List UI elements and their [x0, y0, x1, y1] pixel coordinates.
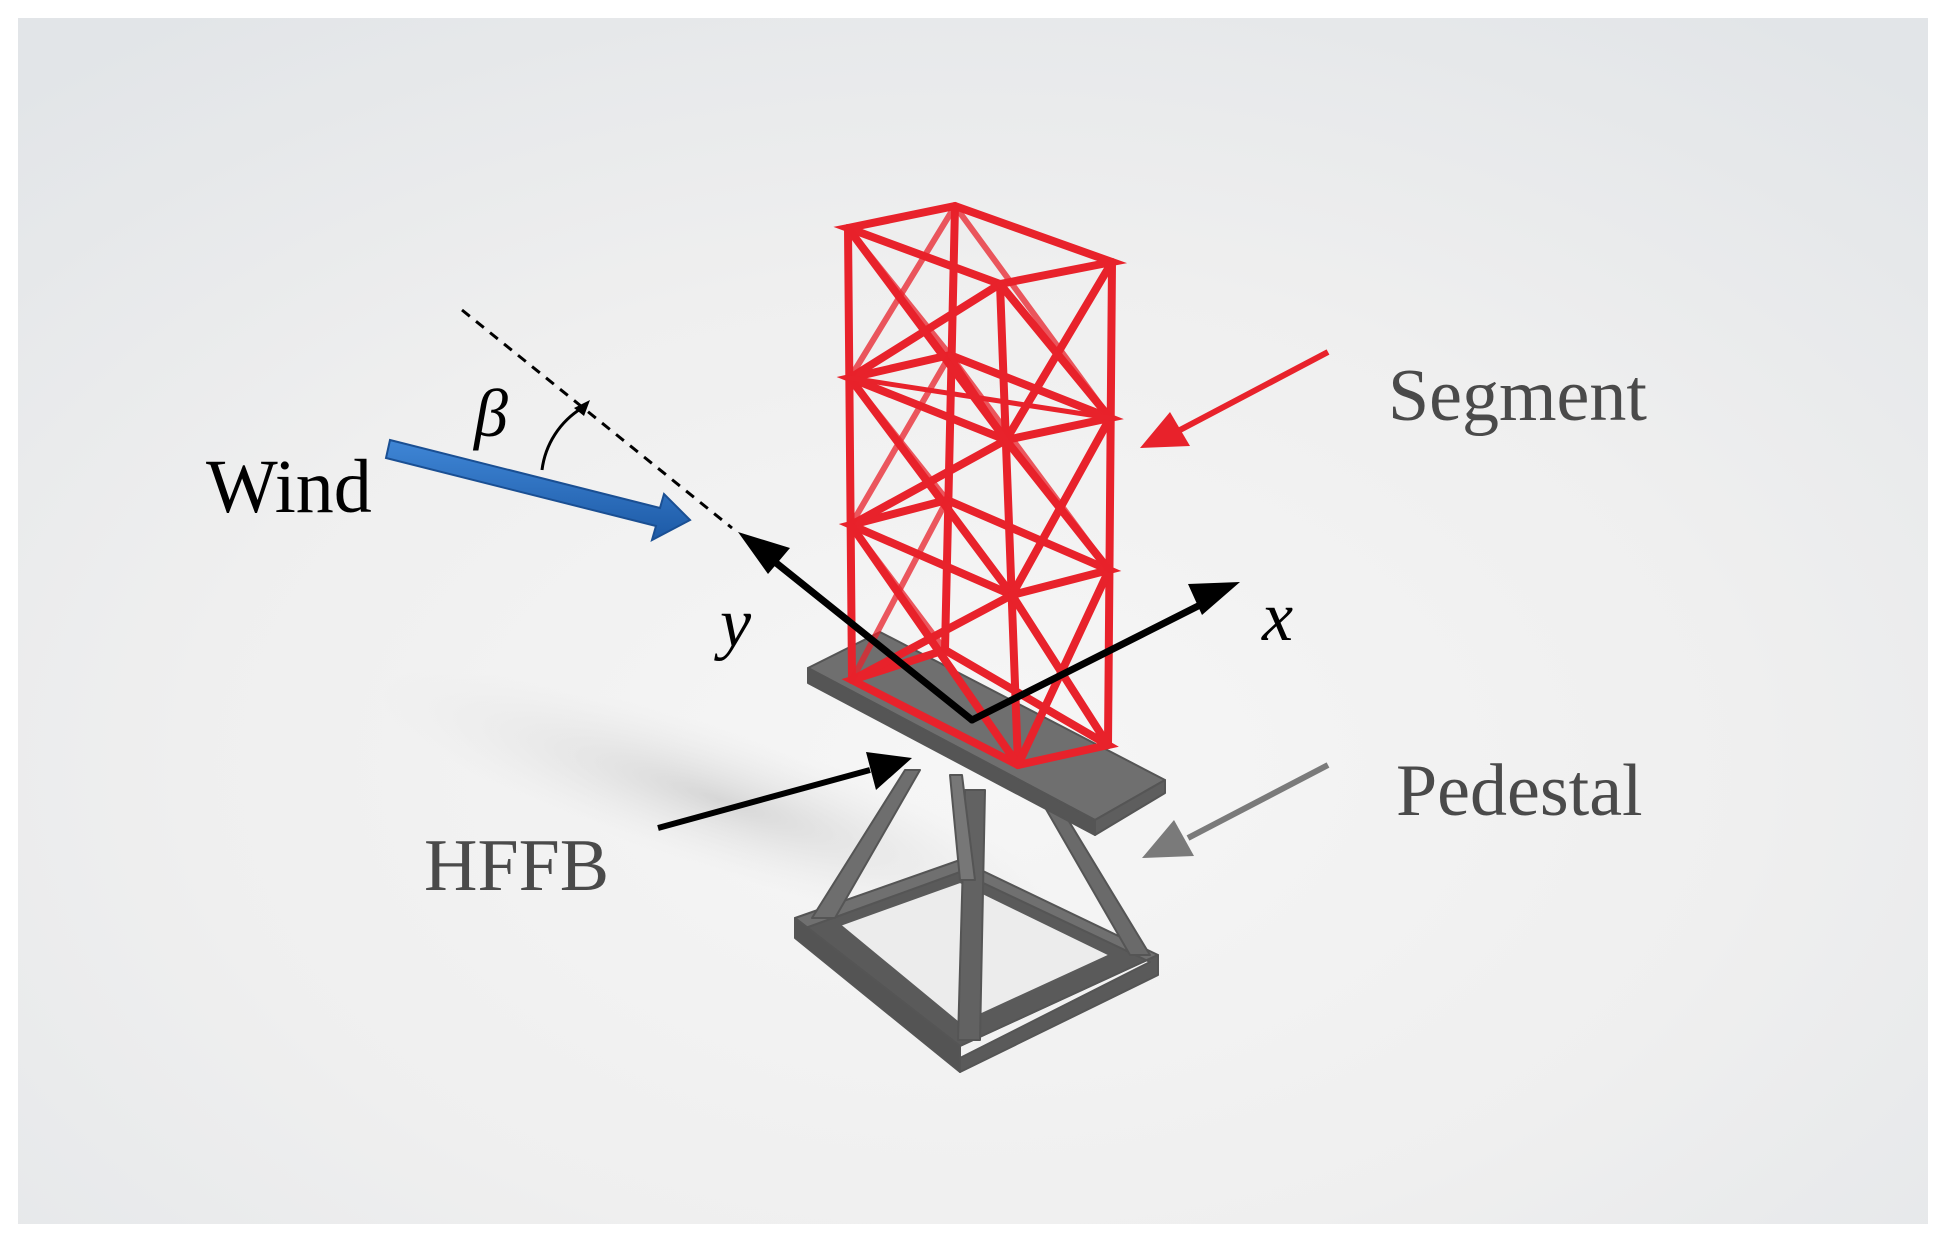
render-background	[18, 18, 1928, 1224]
x-axis-line	[968, 596, 1214, 724]
segment-label: Segment	[1388, 355, 1647, 437]
beta-angle-arc	[540, 406, 583, 471]
x-axis-label: x	[1261, 579, 1293, 656]
wind-arrow-icon	[384, 438, 692, 542]
ground-shadow	[376, 670, 1064, 930]
pedestal-base	[794, 631, 1166, 1073]
pedestal-label: Pedestal	[1396, 750, 1643, 832]
hffb-pointer-arrow	[657, 752, 912, 831]
pedestal-pointer-arrow	[1142, 762, 1330, 858]
y-axis-line	[756, 546, 976, 724]
lattice-tower-segment	[833, 201, 1128, 770]
coordinate-axes	[756, 546, 1214, 724]
y-axis-label: y	[714, 585, 752, 662]
y-axis-arrowhead	[738, 532, 790, 574]
beta-label: β	[472, 375, 508, 451]
wind-reference-dashed-line	[461, 308, 733, 530]
hffb-label: HFFB	[424, 825, 609, 907]
segment-pointer-arrow	[1140, 349, 1330, 448]
beta-arc-arrowhead	[574, 400, 590, 416]
x-axis-arrowhead	[1188, 582, 1240, 615]
wind-label: Wind	[206, 445, 372, 529]
